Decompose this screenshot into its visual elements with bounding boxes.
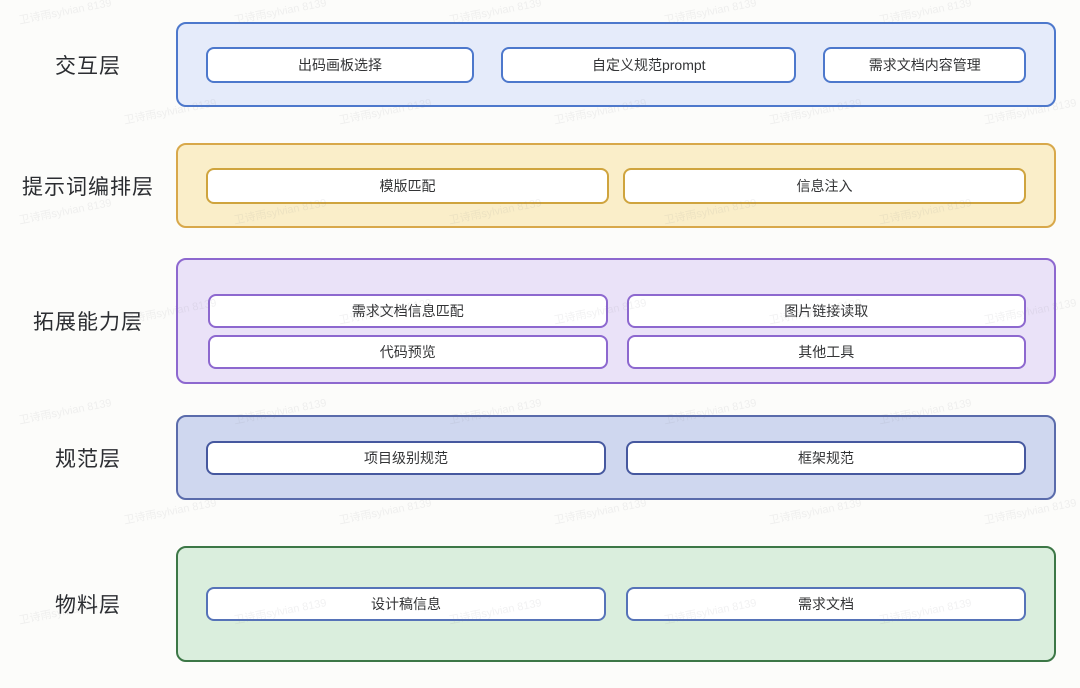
node-template-matching: 模版匹配 [206,167,609,204]
node-image-link-reading: 图片链接读取 [626,293,1026,328]
layer-band-material: 设计稿信息 需求文档 [176,546,1056,662]
layer-band-interaction: 出码画板选择 自定义规范prompt 需求文档内容管理 [176,22,1056,107]
layer-material: 物料层 设计稿信息 需求文档 [0,546,1080,662]
layer-specification: 规范层 项目级别规范 框架规范 [0,415,1080,500]
node-other-tools: 其他工具 [626,334,1026,369]
layer-label-specification: 规范层 [55,447,121,471]
layer-label-material: 物料层 [55,594,121,617]
layer-interaction: 交互层 出码画板选择 自定义规范prompt 需求文档内容管理 [0,22,1080,107]
layer-label-extension-capability: 拓展能力层 [33,311,143,334]
node-framework-spec: 框架规范 [626,440,1026,475]
node-code-preview: 代码预览 [208,334,608,369]
node-requirement-doc: 需求文档 [626,587,1026,621]
node-info-injection: 信息注入 [623,167,1026,204]
node-project-level-spec: 项目级别规范 [206,440,606,475]
node-canvas-selection: 出码画板选择 [206,46,475,83]
node-requirement-info-matching: 需求文档信息匹配 [208,293,608,328]
node-custom-spec-prompt: 自定义规范prompt [501,46,797,83]
layer-extension-capability: 拓展能力层 需求文档信息匹配 图片链接读取 代码预览 其他工具 [0,258,1080,384]
node-requirement-doc-management: 需求文档内容管理 [823,46,1026,83]
node-design-draft-info: 设计稿信息 [206,587,606,621]
layer-band-extension-capability: 需求文档信息匹配 图片链接读取 代码预览 其他工具 [176,258,1056,384]
layer-band-prompt-orchestration: 模版匹配 信息注入 [176,143,1056,228]
layer-band-specification: 项目级别规范 框架规范 [176,415,1056,500]
layer-label-prompt-orchestration: 提示词编排层 [22,175,154,199]
layer-prompt-orchestration: 提示词编排层 模版匹配 信息注入 [0,143,1080,228]
layer-label-interaction: 交互层 [55,54,121,78]
